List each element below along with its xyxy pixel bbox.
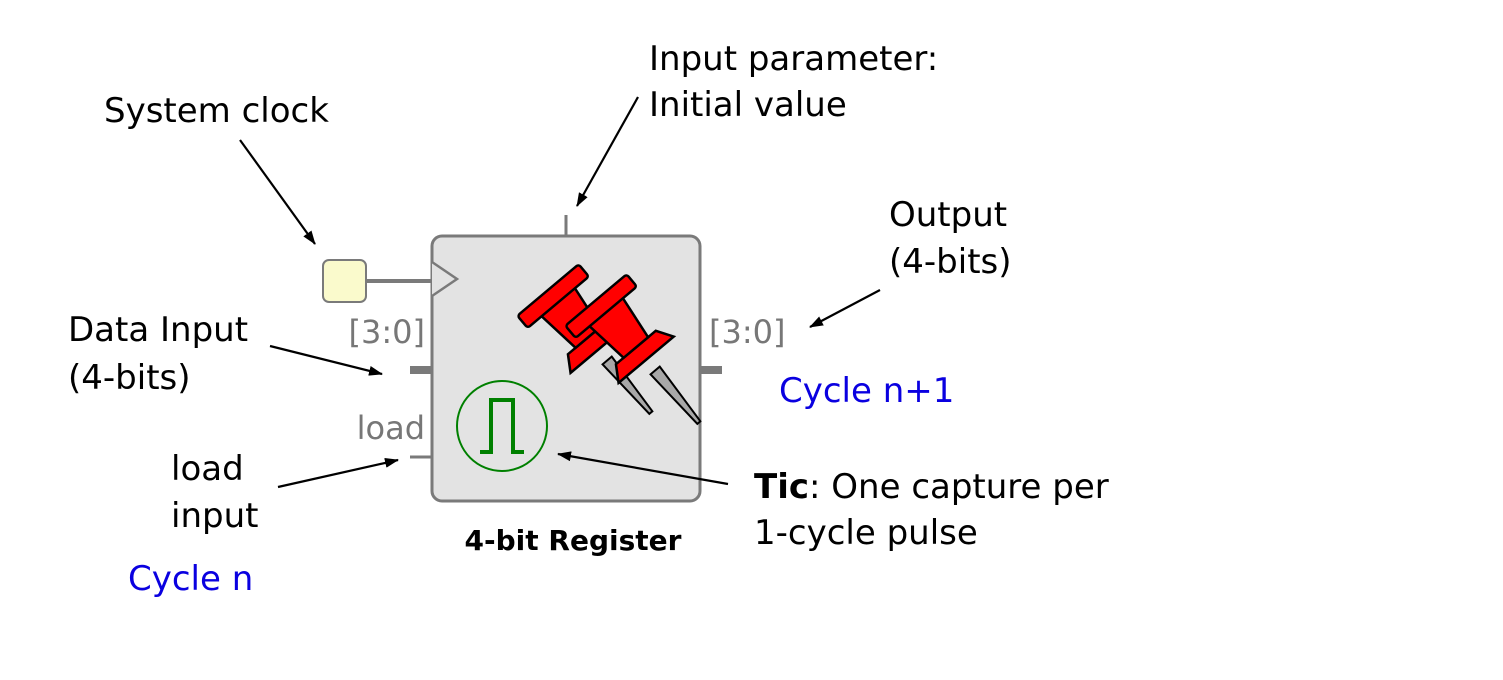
- data-input-label-2: (4-bits): [68, 358, 191, 398]
- system-clock-label: System clock: [104, 91, 329, 131]
- input-cycle-label: Cycle n: [128, 559, 253, 599]
- tic-label-2: 1-cycle pulse: [754, 513, 978, 553]
- push-pin-icon: [517, 264, 702, 426]
- data-input-arrow: [269, 344, 383, 376]
- load-input-arrow: [277, 457, 399, 489]
- pulse-icon[interactable]: [456, 380, 548, 472]
- load-port-label: load: [357, 409, 425, 447]
- output-arrow: [809, 289, 881, 328]
- tic-rest: : One capture per: [809, 467, 1109, 507]
- block-title: 4-bit Register: [465, 524, 682, 557]
- system-clock-arrow: [239, 139, 316, 245]
- tic-bold: Tic: [754, 467, 809, 507]
- output-label-2: (4-bits): [889, 242, 1012, 282]
- data-input-label-1: Data Input: [68, 310, 248, 350]
- clock-input-triangle: [431, 260, 460, 298]
- output-cycle-label: Cycle n+1: [779, 371, 954, 411]
- load-input-label-1: load: [171, 449, 244, 489]
- output-port-label: [3:0]: [709, 313, 785, 351]
- output-label-1: Output: [889, 195, 1007, 235]
- input-param-arrow: [576, 96, 639, 207]
- input-param-label-2: Initial value: [649, 85, 847, 125]
- data-port-label: [3:0]: [349, 313, 425, 351]
- load-input-label-2: input: [171, 496, 258, 536]
- clock-source-icon[interactable]: [322, 259, 367, 303]
- tic-label: Tic: One capture per: [754, 467, 1109, 507]
- tic-arrow: [557, 451, 729, 486]
- input-param-label-1: Input parameter:: [649, 39, 938, 79]
